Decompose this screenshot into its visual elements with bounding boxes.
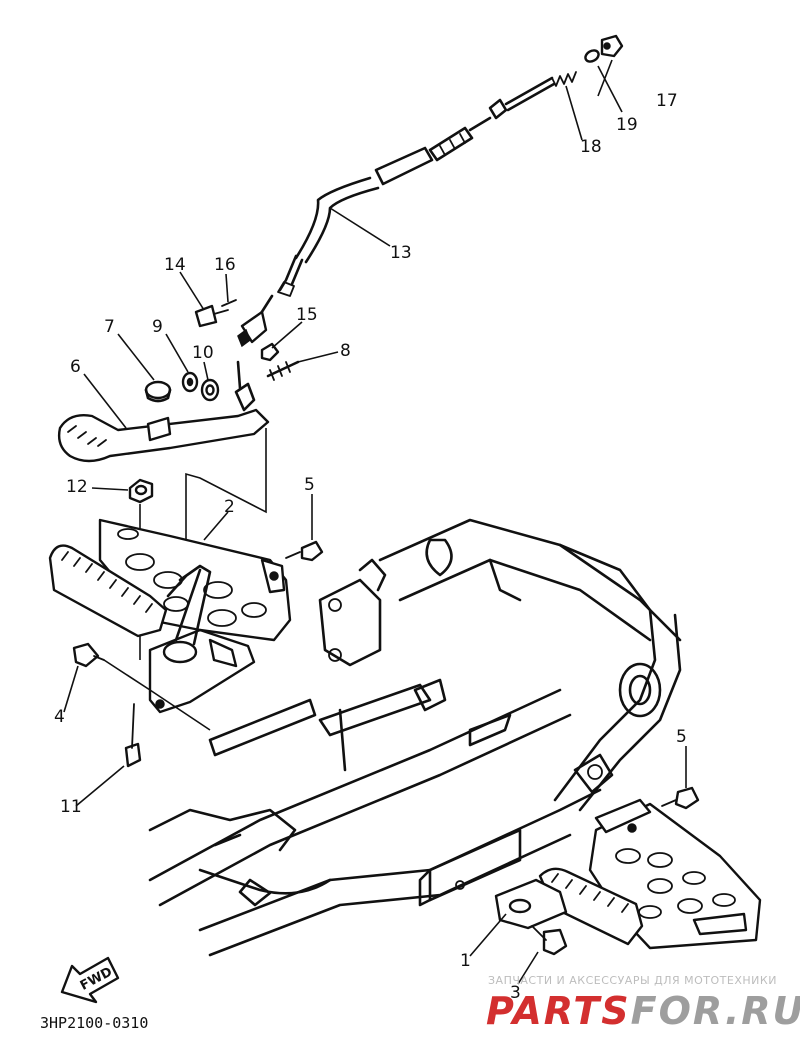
leader-lines bbox=[63, 59, 687, 985]
watermark-brand-left: PARTS bbox=[486, 989, 631, 1033]
callout-8: 8 bbox=[340, 341, 351, 361]
watermark-tagline: ЗАПЧАСТИ И АКСЕССУАРЫ ДЛЯ МОТОТЕХНИКИ bbox=[488, 974, 777, 987]
callout-3: 3 bbox=[510, 983, 521, 1003]
callout-18: 18 bbox=[580, 137, 602, 157]
left-footrest-assembly bbox=[48, 518, 324, 768]
callout-17: 17 bbox=[656, 91, 678, 111]
callout-15: 15 bbox=[296, 305, 318, 325]
callout-16: 16 bbox=[214, 255, 236, 275]
callout-5-upper: 5 bbox=[304, 475, 315, 495]
callout-9: 9 bbox=[152, 317, 163, 337]
callout-6: 6 bbox=[70, 357, 81, 377]
callout-11: 11 bbox=[60, 797, 82, 817]
watermark-brand: PARTSFOR.RU bbox=[486, 989, 800, 1033]
frame bbox=[148, 518, 682, 957]
callout-numbers: 17 19 18 13 14 16 15 8 7 9 10 6 12 2 5 4… bbox=[54, 91, 687, 1003]
watermark: ЗАПЧАСТИ И АКСЕССУАРЫ ДЛЯ МОТОТЕХНИКИ PA… bbox=[486, 974, 800, 1033]
callout-13: 13 bbox=[390, 243, 412, 263]
callout-1: 1 bbox=[460, 951, 471, 971]
callout-2: 2 bbox=[224, 497, 235, 517]
brake-pedal-assembly bbox=[57, 360, 270, 660]
watermark-brand-right: FOR.RU bbox=[631, 989, 800, 1033]
diagram-part-code: 3HP2100-0310 bbox=[40, 1014, 148, 1032]
callout-14: 14 bbox=[164, 255, 186, 275]
callout-7: 7 bbox=[104, 317, 115, 337]
fwd-arrow: FWD bbox=[60, 956, 120, 1004]
callout-4: 4 bbox=[54, 707, 65, 727]
callout-19: 19 bbox=[616, 115, 638, 135]
callout-10: 10 bbox=[192, 343, 214, 363]
brake-cable-assembly bbox=[194, 34, 624, 381]
callout-5-right: 5 bbox=[676, 727, 687, 747]
right-footrest-assembly bbox=[494, 786, 762, 956]
callout-12: 12 bbox=[66, 477, 88, 497]
